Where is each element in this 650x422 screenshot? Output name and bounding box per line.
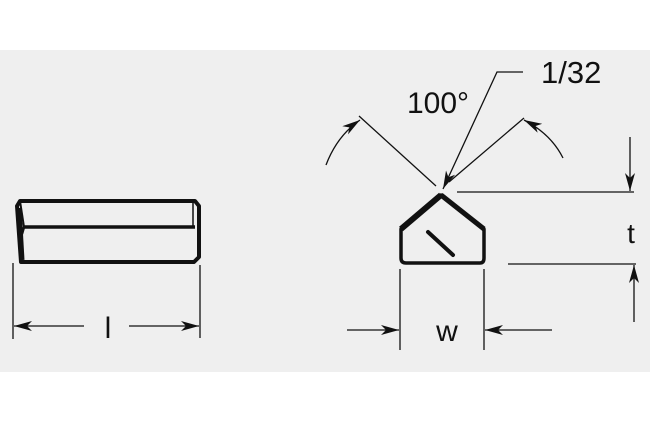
chamfer-label: 1/32 <box>541 55 601 90</box>
key-side-view <box>15 199 201 264</box>
background-band <box>0 50 650 372</box>
width-label: w <box>435 315 458 348</box>
angle-label: 100° <box>407 87 469 120</box>
length-dimension <box>12 263 201 339</box>
length-label: l <box>105 312 112 345</box>
chamfer-leader <box>442 71 523 190</box>
thickness-label: t <box>627 218 635 249</box>
key-end-view <box>399 192 486 265</box>
width-dimension <box>347 269 552 350</box>
thickness-dimension <box>457 137 639 322</box>
angle-dimension <box>325 115 564 187</box>
